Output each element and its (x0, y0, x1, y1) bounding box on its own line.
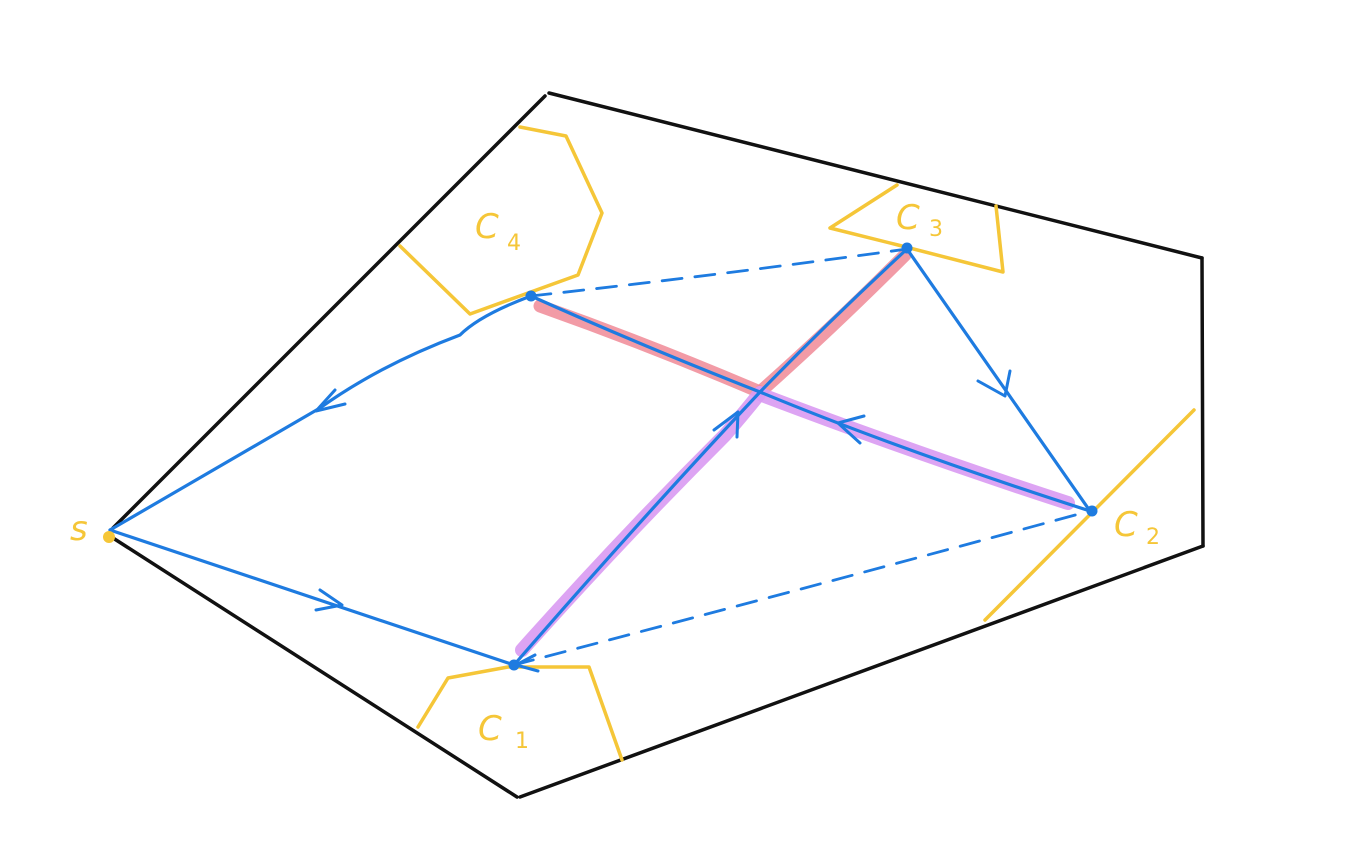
node-s (103, 531, 115, 543)
edge-c3-c2 (905, 247, 1092, 513)
arrowhead-c2-c4 (836, 414, 866, 445)
dashed-c4-c3 (529, 247, 909, 298)
trap-c1 (416, 665, 624, 762)
node-c1 (508, 659, 520, 671)
outline-edge-top (547, 91, 1204, 260)
node-c2 (1086, 505, 1098, 517)
label-c3-sub: 3 (929, 217, 943, 242)
arrowhead-s-c1 (314, 588, 344, 612)
trap-c3 (828, 183, 1005, 274)
arrowhead-c3-c2 (976, 369, 1012, 398)
outline-edge-left-upper (111, 94, 547, 530)
outline-edge-left-lower (111, 536, 519, 799)
label-c3: C (896, 198, 920, 238)
label-c4-sub: 4 (507, 231, 521, 256)
labels: s C 1 C 2 C 3 C 4 (70, 198, 1160, 754)
path-edges (108, 247, 1092, 667)
arrowhead-c4-s (314, 388, 347, 413)
node-c3 (901, 242, 913, 254)
arrowhead-c1-c3 (712, 410, 740, 439)
arrowheads (314, 369, 1012, 673)
outline-edge-right (1200, 256, 1205, 548)
trap-c4 (398, 125, 604, 316)
label-c2-sub: 2 (1146, 525, 1160, 550)
label-c4: C (475, 207, 499, 247)
label-c1-sub: 1 (515, 729, 529, 754)
highlights (515, 248, 1075, 657)
edge-c4-s (108, 294, 533, 532)
polygon-outline (111, 91, 1205, 799)
dashed-c1-c2 (512, 509, 1092, 667)
edge-s-c1 (108, 528, 516, 667)
edge-c1-c3 (512, 247, 909, 667)
edge-c2-c4 (529, 294, 1092, 513)
label-s: s (70, 509, 88, 549)
nodes (103, 242, 1098, 671)
label-c2: C (1114, 505, 1138, 545)
outline-edge-bottom-right (518, 544, 1205, 799)
dashed-links (512, 247, 1092, 667)
node-c4 (525, 290, 537, 302)
label-c1: C (478, 709, 502, 749)
